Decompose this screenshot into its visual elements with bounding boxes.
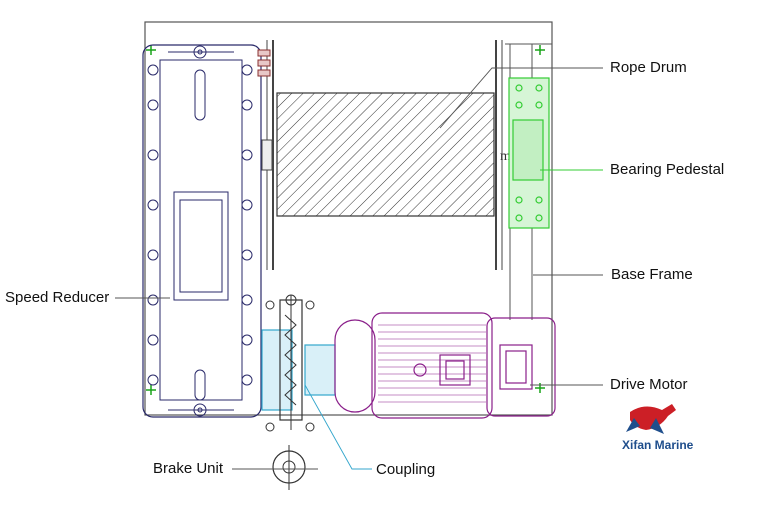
reducer-bolt (147, 199, 159, 211)
motor-cooling-fins (378, 324, 486, 403)
label-drive-motor: Drive Motor (610, 376, 688, 393)
leader-lines (115, 67, 603, 470)
reducer-bolt (147, 374, 159, 386)
bearing-pedestal (508, 77, 550, 229)
drum-coupling-bolts (257, 49, 271, 77)
reducer-bolt (241, 334, 253, 346)
label-coupling: Coupling (376, 461, 436, 478)
reducer-bolts (147, 64, 253, 386)
reducer-bolt (241, 99, 253, 111)
reducer-bolt (241, 64, 253, 76)
leader-coupling (304, 384, 372, 470)
reducer-bolt (147, 99, 159, 111)
drive-motor (334, 312, 556, 419)
reducer-bolt (147, 149, 159, 161)
svg-text:m: m (500, 149, 511, 164)
reducer-bolt (241, 294, 253, 306)
speed-reducer (142, 44, 262, 418)
reducer-bolt (241, 149, 253, 161)
label-base-frame: Base Frame (611, 266, 693, 283)
brake-unit (265, 294, 315, 490)
reducer-bolt (147, 249, 159, 261)
label-speed-reducer: Speed Reducer (5, 289, 110, 306)
reducer-bolt (147, 334, 159, 346)
reducer-bolt (147, 64, 159, 76)
label-rope-drum: Rope Drum (610, 59, 687, 76)
base-frame (144, 21, 553, 416)
reducer-bolt (241, 374, 253, 386)
rope-drum: m (276, 40, 511, 270)
reducer-bolt (147, 294, 159, 306)
reducer-bolt (241, 199, 253, 211)
label-bearing-pedestal: Bearing Pedestal (610, 161, 725, 178)
leader-rope-drum (439, 67, 603, 129)
frame-marker-icon (146, 45, 545, 395)
coupling (261, 329, 336, 411)
label-brake-unit: Brake Unit (153, 460, 224, 477)
drum-left-flange (261, 40, 274, 270)
whale-logo-icon (626, 404, 676, 434)
reducer-bolt (241, 249, 253, 261)
logo-text: Xifan Marine (622, 438, 694, 452)
